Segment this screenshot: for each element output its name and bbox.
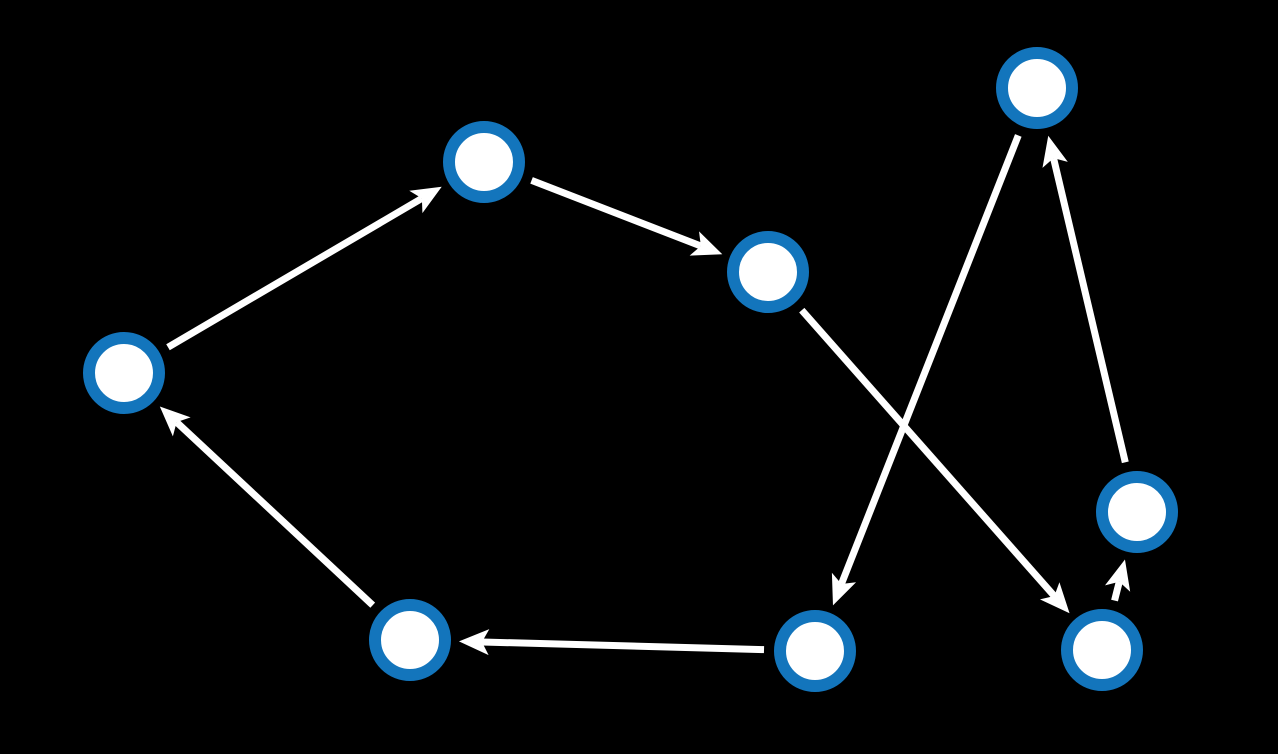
- arrowhead-icon: [1042, 135, 1068, 168]
- graph-edge-node-left-to-node-upper-middle: [166, 186, 442, 351]
- edge-shaft: [1050, 157, 1129, 464]
- arrowhead-icon: [159, 406, 191, 437]
- graph-node-upper-middle[interactable]: [443, 121, 525, 203]
- graph-edge-node-right-to-node-top-right: [1042, 135, 1129, 464]
- graph-edge-node-bottom-left-to-node-left: [159, 406, 376, 608]
- arrowhead-icon: [689, 231, 723, 256]
- graph-node-right[interactable]: [1096, 471, 1178, 553]
- graph-node-bottom-right[interactable]: [1061, 609, 1143, 691]
- arrowhead-icon: [458, 629, 490, 656]
- graph-edge-node-upper-middle-to-node-middle: [530, 177, 723, 256]
- edge-shaft: [1111, 580, 1123, 602]
- edge-shaft: [838, 134, 1022, 586]
- graph-edge-node-bottom-right-to-node-right: [1104, 559, 1131, 602]
- edge-shaft: [530, 177, 703, 250]
- arrowhead-icon: [409, 186, 442, 214]
- graph-node-middle[interactable]: [727, 231, 809, 313]
- arrowhead-icon: [831, 572, 857, 606]
- graph-edge-node-middle-to-node-bottom-right: [799, 307, 1070, 614]
- edge-shaft: [481, 638, 765, 654]
- graph-node-bottom-left[interactable]: [369, 599, 451, 681]
- edge-shaft: [174, 419, 376, 608]
- graph-node-top-right[interactable]: [996, 47, 1078, 129]
- arrowhead-icon: [1104, 559, 1131, 592]
- edge-shaft: [799, 307, 1057, 599]
- graph-edge-node-bottom-middle-to-node-bottom-left: [458, 629, 765, 656]
- edge-shaft: [166, 195, 424, 351]
- graph-edge-node-top-right-to-node-bottom-middle: [831, 134, 1022, 606]
- arrowhead-icon: [1039, 582, 1070, 614]
- graph-node-left[interactable]: [83, 332, 165, 414]
- graph-node-bottom-middle[interactable]: [774, 610, 856, 692]
